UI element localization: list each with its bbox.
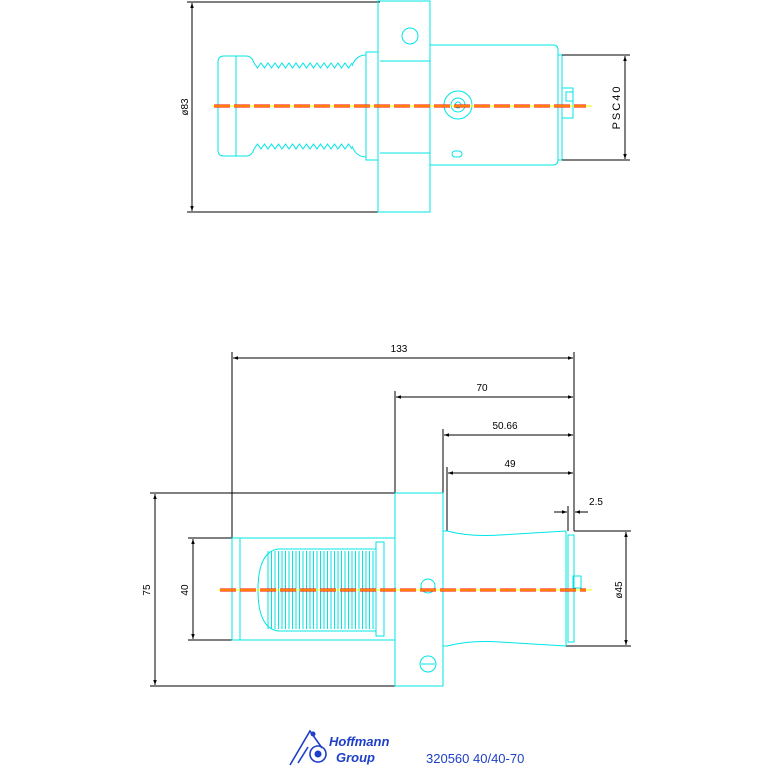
flange-hole [401,27,419,45]
dimension-length-70: 70 [394,383,573,493]
thread-top-connector [245,54,367,67]
top-view: ø83 PSC40 [180,0,630,213]
dimension-offset-2-5: 2.5 [554,497,603,531]
title-block: Hoffmann Group 320560 40/40-70 [289,729,524,766]
shank-slot [451,150,463,158]
dimension-length-133: 133 [231,344,575,540]
side-view: 133 70 50.66 49 2.5 [142,344,631,687]
dimension-shank-psc: PSC40 [562,54,630,161]
dimension-label-body-height: 40 [180,584,191,596]
dimension-label-50-66: 50.66 [492,421,517,432]
logo-text-line1: Hoffmann [329,734,389,749]
part-number: 320560 40/40-70 [426,751,524,766]
dimension-diameter-45: ø45 [566,530,631,647]
thread-bottom-edge [253,143,353,150]
dimension-label-overall-length: 133 [391,344,408,355]
logo-figure [297,746,309,764]
thread-bottom-connector [245,145,367,158]
logo-triangle [289,729,323,766]
logo-gear-outer [309,745,327,763]
logo-head [310,731,316,737]
dimension-length-49: 49 [446,459,573,531]
dimension-height-40: 40 [180,537,246,641]
logo-gear-inner [314,750,322,758]
shank-bottom-edge [443,641,567,647]
logo-text-line2: Group [336,750,375,765]
thread-top-edge [253,62,353,69]
dimension-label-shank: PSC40 [611,85,623,130]
dimension-length-50-66: 50.66 [442,421,573,493]
dimension-label-shank-diameter: ø45 [614,581,625,599]
shank-end-key [572,575,582,589]
dimension-diameter-83: ø83 [180,1,380,213]
dimension-label-flange-height: 75 [142,584,153,596]
dimension-height-75: 75 [142,492,395,687]
shank-stub [561,87,574,119]
dimension-label-49: 49 [504,459,516,470]
shank-stub-key [565,91,574,102]
flange-screw [419,655,437,673]
dimension-label-diameter: ø83 [180,98,191,116]
dimension-label-70: 70 [476,383,488,394]
dimension-label-offset: 2.5 [589,497,603,508]
flange-hole [420,578,436,594]
hoffmann-logo-icon [289,729,327,766]
shank-top-edge [443,530,567,536]
